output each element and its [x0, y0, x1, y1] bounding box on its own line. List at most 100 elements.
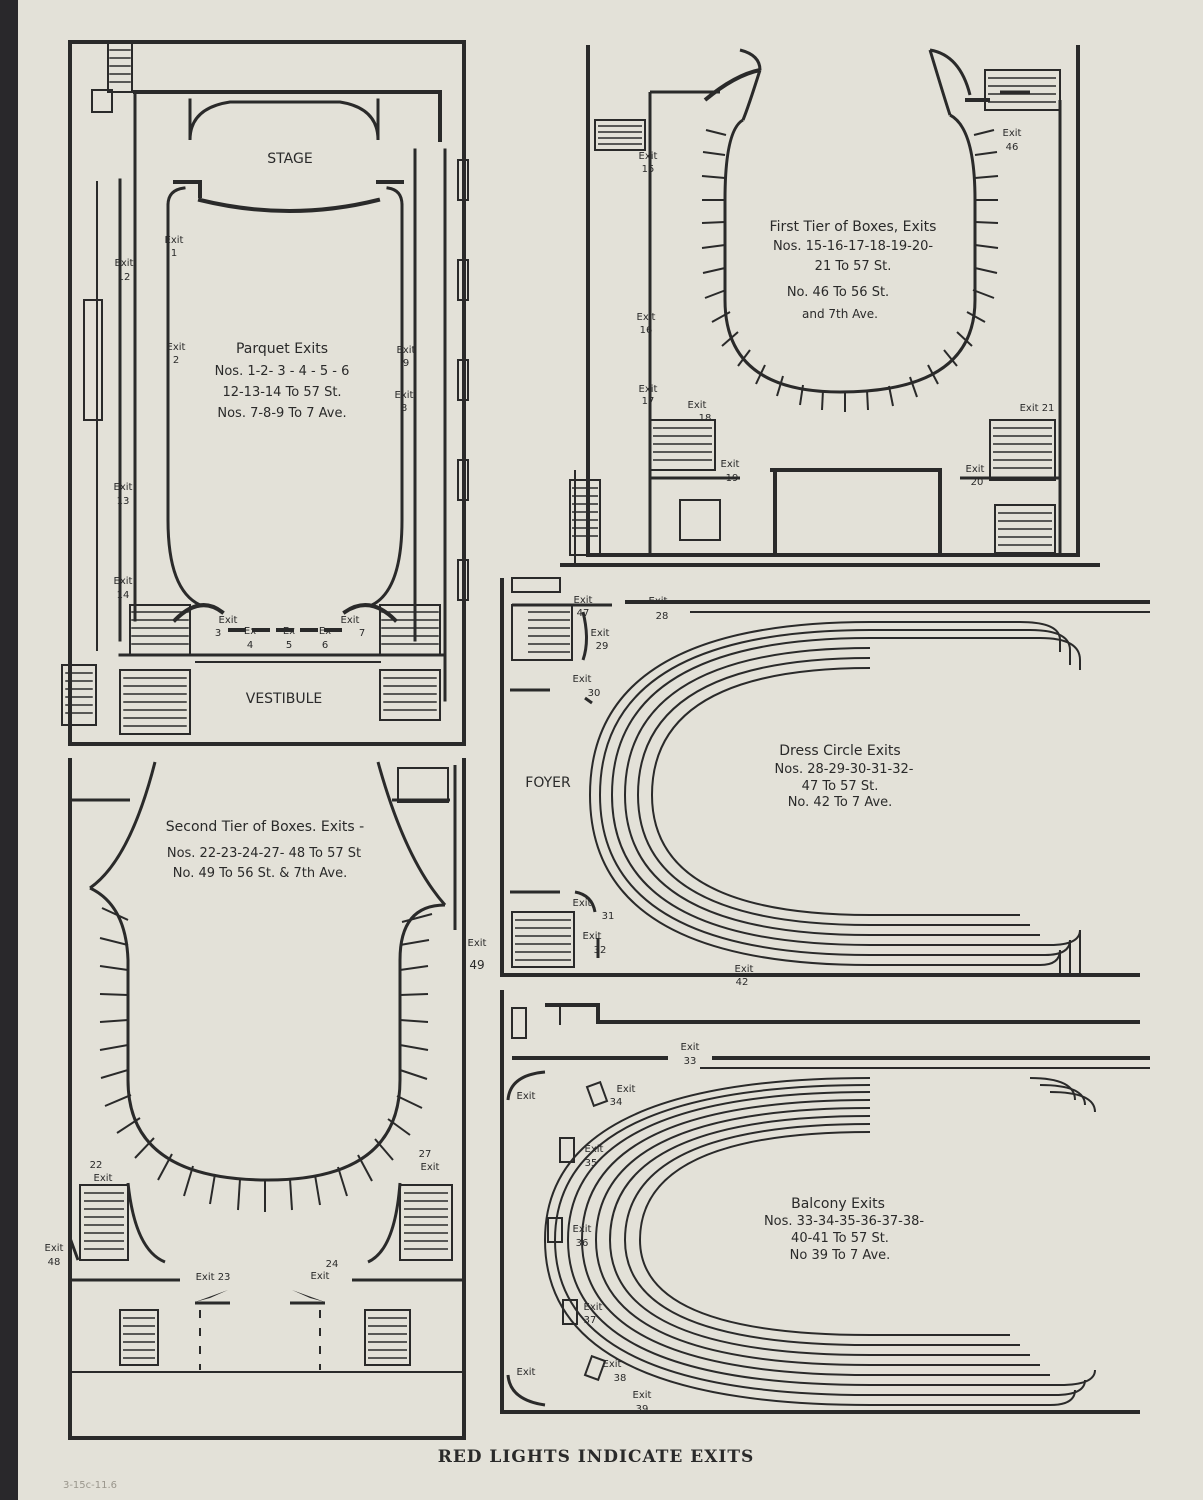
exit-12: Exit 12	[115, 258, 134, 283]
first-tier-line-1: Nos. 15-16-17-18-19-20-	[773, 239, 933, 254]
svg-text:22: 22	[90, 1160, 103, 1171]
svg-text:49: 49	[469, 958, 484, 972]
svg-text:Exit: Exit	[517, 1367, 536, 1378]
parquet-line-1: Nos. 1-2- 3 - 4 - 5 - 6	[215, 364, 350, 379]
svg-text:Exit: Exit	[966, 464, 985, 475]
second-tier-title: Second Tier of Boxes. Exits -	[166, 819, 364, 835]
parquet-title: Parquet Exits	[236, 341, 328, 357]
exit-33: Exit 33	[681, 1042, 700, 1067]
svg-text:Exit: Exit	[573, 898, 592, 909]
svg-text:24: 24	[326, 1259, 339, 1270]
svg-text:46: 46	[1006, 142, 1019, 153]
svg-text:19: 19	[726, 473, 739, 484]
svg-text:30: 30	[588, 688, 601, 699]
exit-23: Exit 23	[196, 1272, 231, 1283]
pencil-annotation: 3-15c-11.6	[63, 1480, 117, 1491]
exit-6: Ex6	[319, 626, 331, 651]
exit-31: Exit 31	[573, 898, 615, 922]
svg-text:12: 12	[118, 272, 131, 283]
balcony-line-2: 40-41 To 57 St.	[791, 1231, 889, 1246]
program-page: STAGE VESTIBULE Parquet Exits Nos. 1-2- …	[18, 0, 1203, 1500]
svg-text:Exit: Exit	[603, 1359, 622, 1370]
svg-text:42: 42	[736, 977, 749, 988]
svg-text:37: 37	[584, 1315, 597, 1326]
exit-5: Ex5	[283, 626, 295, 651]
svg-text:4: 4	[247, 640, 253, 651]
vestibule-label: VESTIBULE	[246, 691, 323, 707]
svg-text:Exit: Exit	[114, 576, 133, 587]
svg-text:20: 20	[971, 477, 984, 488]
svg-text:Exit: Exit	[468, 938, 487, 949]
svg-text:Exit: Exit	[574, 595, 593, 606]
foyer-label: FOYER	[525, 775, 571, 791]
svg-text:Exit: Exit	[584, 1302, 603, 1313]
svg-text:Exit: Exit	[45, 1243, 64, 1254]
svg-text:Exit: Exit	[517, 1091, 536, 1102]
svg-text:Exit: Exit	[115, 258, 134, 269]
svg-text:14: 14	[117, 590, 130, 601]
svg-text:33: 33	[684, 1056, 697, 1067]
exit-4: Ex4	[244, 626, 256, 651]
second-tier-plan: Second Tier of Boxes. Exits - Nos. 22-23…	[68, 758, 466, 1440]
svg-text:48: 48	[48, 1257, 61, 1268]
exit-20: Exit 20	[966, 464, 985, 488]
exit-48: Exit 48	[45, 1243, 64, 1268]
svg-text:Exit: Exit	[94, 1173, 113, 1184]
svg-text:Exit: Exit	[637, 312, 656, 323]
svg-text:Exit: Exit	[395, 390, 414, 401]
stage-label: STAGE	[267, 151, 312, 167]
svg-text:Exit: Exit	[681, 1042, 700, 1053]
exit-19: Exit 19	[721, 459, 740, 484]
parquet-line-3: Nos. 7-8-9 To 7 Ave.	[217, 406, 346, 421]
exit-21: Exit 21	[1020, 403, 1055, 414]
svg-text:Exit: Exit	[421, 1162, 440, 1173]
svg-text:31: 31	[602, 911, 615, 922]
dress-circle-plan: FOYER Dress Circle Exits Nos. 28-29-30-3…	[500, 577, 1150, 977]
svg-text:1: 1	[171, 248, 177, 259]
svg-text:Exit: Exit	[591, 628, 610, 639]
balcony-line-3: No 39 To 7 Ave.	[790, 1248, 891, 1263]
svg-text:18: 18	[699, 413, 712, 424]
svg-text:Exit: Exit	[573, 674, 592, 685]
svg-text:Exit: Exit	[721, 459, 740, 470]
exit-unnumbered-bottom: Exit	[517, 1367, 536, 1378]
svg-text:36: 36	[576, 1238, 589, 1249]
first-tier-line-4: and 7th Ave.	[802, 307, 878, 321]
svg-text:Ex: Ex	[319, 626, 331, 637]
second-tier-line-2: No. 49 To 56 St. & 7th Ave.	[173, 866, 347, 881]
svg-text:9: 9	[403, 358, 409, 369]
svg-text:Exit: Exit	[114, 482, 133, 493]
svg-text:Exit: Exit	[165, 235, 184, 246]
svg-text:35: 35	[585, 1158, 598, 1169]
svg-text:17: 17	[642, 396, 655, 407]
svg-text:Exit: Exit	[639, 384, 658, 395]
svg-text:2: 2	[173, 355, 179, 366]
second-tier-line-1: Nos. 22-23-24-27- 48 To 57 St	[167, 846, 361, 861]
dress-circle-line-1: Nos. 28-29-30-31-32-	[775, 762, 914, 777]
svg-text:Exit: Exit	[649, 596, 668, 607]
exit-34: Exit 34	[610, 1084, 636, 1108]
svg-text:Exit: Exit	[617, 1084, 636, 1095]
svg-text:Exit: Exit	[639, 151, 658, 162]
svg-text:34: 34	[610, 1097, 623, 1108]
exit-49: Exit 49	[468, 938, 487, 972]
exit-30: Exit 30	[573, 674, 601, 699]
svg-text:Exit: Exit	[341, 615, 360, 626]
first-tier-line-2: 21 To 57 St.	[815, 259, 892, 274]
